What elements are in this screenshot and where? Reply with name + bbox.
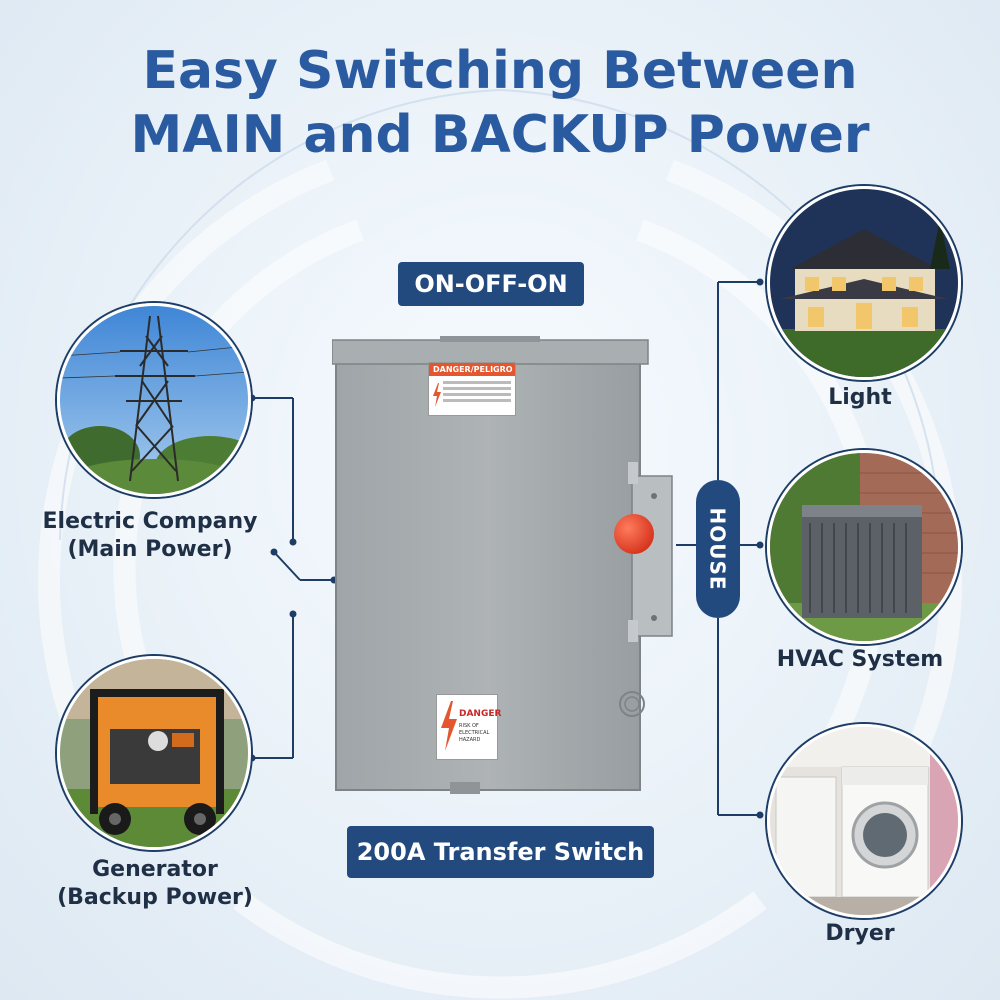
electric-company-subtitle: (Main Power) xyxy=(67,537,233,562)
position-mark-middle: O F F xyxy=(594,519,611,561)
dryer-label: Dryer xyxy=(825,921,895,946)
switch-knob[interactable] xyxy=(612,512,656,556)
lightning-bolt-icon xyxy=(433,383,441,407)
house-lights-icon xyxy=(767,186,961,380)
generator-icon xyxy=(57,656,251,850)
hvac-label: HVAC System xyxy=(776,647,944,672)
electric-company-label: Electric Company (Main Power) xyxy=(30,508,270,564)
danger-bottom-header: DANGER xyxy=(459,709,502,719)
electric-company-title: Electric Company xyxy=(42,509,258,534)
dryer-icon xyxy=(767,724,961,918)
generator-subtitle: (Backup Power) xyxy=(57,885,253,910)
position-mark-bottom: O N xyxy=(588,645,605,675)
house-badge-label: HOUSE xyxy=(706,507,731,591)
power-tower-icon xyxy=(57,303,251,497)
danger-top-header: DANGER/PELIGRO xyxy=(429,363,515,376)
position-mark-top: O N xyxy=(588,433,605,463)
danger-bottom-text: RISK OF ELECTRICAL HAZARD xyxy=(459,723,490,743)
generator-title: Generator xyxy=(92,857,218,882)
headline-line-1: Easy Switching Between xyxy=(142,41,858,101)
headline-line-2: MAIN and BACKUP Power xyxy=(130,105,870,165)
house-badge: HOUSE xyxy=(696,480,740,618)
hvac-unit-icon xyxy=(767,450,961,644)
generator-label: Generator (Backup Power) xyxy=(30,856,280,912)
lightning-bolt-icon xyxy=(441,701,457,751)
danger-warning-label-top: DANGER/PELIGRO xyxy=(428,362,516,416)
on-off-on-pill: ON-OFF-ON xyxy=(398,262,584,306)
danger-top-body xyxy=(429,376,515,407)
transfer-switch-pill: 200A Transfer Switch xyxy=(347,826,654,878)
light-label: Light xyxy=(828,385,892,410)
danger-warning-label-bottom: DANGER RISK OF ELECTRICAL HAZARD xyxy=(436,694,502,760)
